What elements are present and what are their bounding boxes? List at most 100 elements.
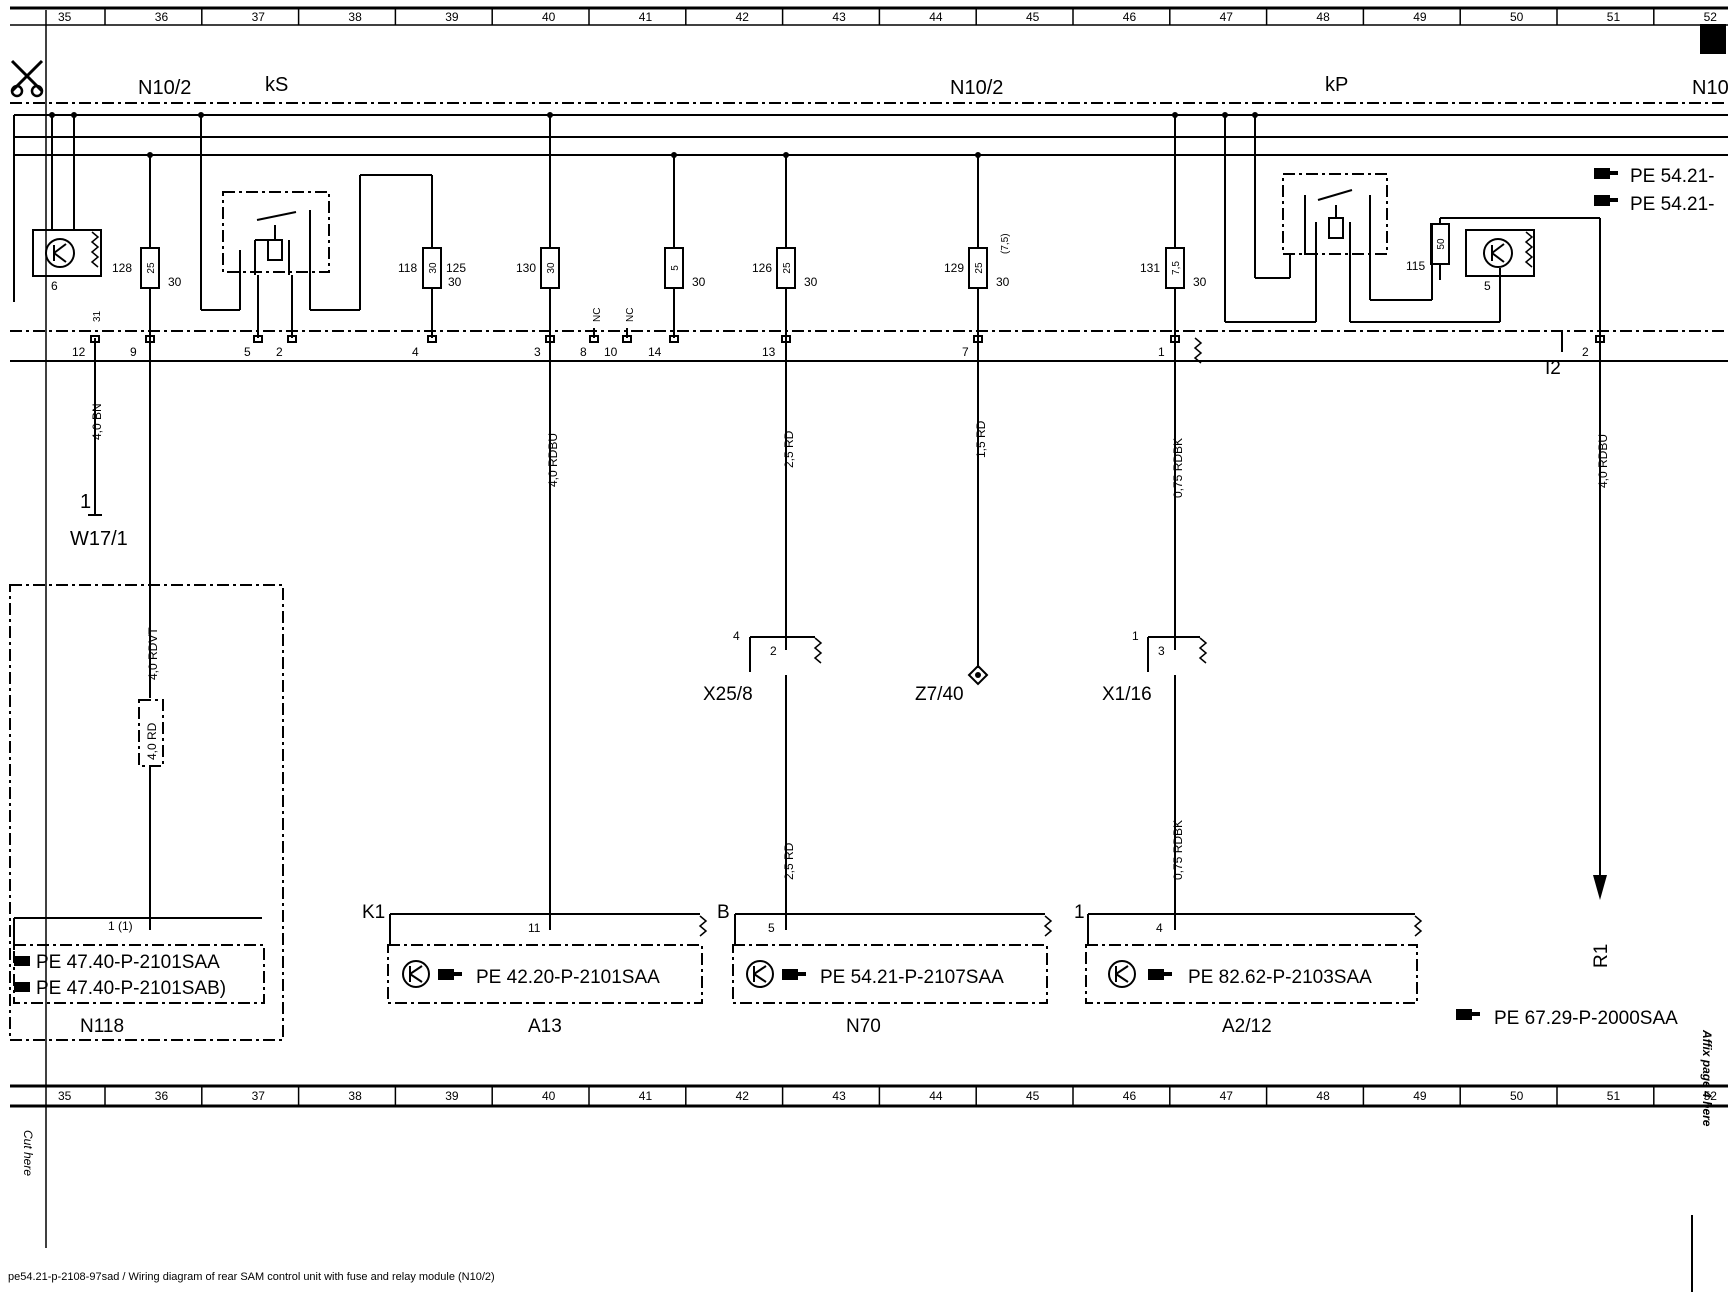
pin-mark	[253, 335, 263, 343]
grid-number: 50	[1510, 1089, 1524, 1103]
svg-text:13: 13	[762, 345, 776, 359]
svg-text:30: 30	[692, 275, 706, 289]
svg-text:4,0 RDVT: 4,0 RDVT	[146, 627, 160, 680]
pin-mark	[427, 335, 437, 343]
grid-number: 40	[542, 10, 556, 24]
grid-number: 48	[1316, 1089, 1330, 1103]
grid-number: 42	[736, 1089, 750, 1103]
reference-link: PE 42.20-P-2101SAA	[476, 967, 660, 988]
grid-number: 49	[1413, 10, 1427, 24]
pin-number: 5	[244, 345, 251, 359]
svg-text:30: 30	[448, 275, 462, 289]
grid-number: 46	[1123, 10, 1137, 24]
grid-number: 38	[348, 10, 362, 24]
reference-link: PE 54.21-	[1630, 166, 1715, 187]
reference-link: PE 82.62-P-2103SAA	[1188, 967, 1372, 988]
component-name-n118: N118	[80, 1016, 124, 1037]
fuse-118: 30 118 125 30 4	[398, 175, 466, 359]
relay-ks: 5 2	[198, 112, 432, 359]
grid-number: 45	[1026, 10, 1040, 24]
svg-text:130: 130	[516, 261, 536, 275]
svg-text:25: 25	[146, 262, 157, 274]
svg-text:B: B	[717, 902, 730, 923]
grid-number: 42	[736, 10, 750, 24]
grid-number: 44	[929, 10, 943, 24]
pin-number: 2	[276, 345, 283, 359]
svg-text:NC: NC	[625, 308, 636, 322]
fuse-129: 25 129 (7,5) 30 7	[944, 152, 1011, 359]
svg-text:1: 1	[1158, 345, 1165, 359]
connector-name-x25: X25/8	[703, 684, 753, 705]
pin-i2: I2 2	[1545, 330, 1589, 379]
grid-number: 52	[1704, 10, 1718, 24]
module-label-middle: N10/2	[950, 77, 1003, 99]
wire-rdbu-r1: 4,0 RDBU R1	[1591, 338, 1612, 968]
grid-number: 40	[542, 1089, 556, 1103]
svg-text:2: 2	[1582, 345, 1589, 359]
svg-text:31: 31	[92, 310, 103, 322]
svg-text:7: 7	[962, 345, 969, 359]
grid-number: 38	[348, 1089, 362, 1103]
fuse-126: 25 126 30 13	[752, 152, 818, 359]
connector-name-r1: R1	[1591, 944, 1612, 968]
svg-text:30: 30	[804, 275, 818, 289]
grid-number: 35	[58, 1089, 72, 1103]
pin-marks	[90, 335, 1605, 343]
svg-text:129: 129	[944, 261, 964, 275]
svg-text:126: 126	[752, 261, 772, 275]
svg-text:4,0 RDBU: 4,0 RDBU	[546, 433, 560, 487]
reference-link: PE 54.21-	[1630, 194, 1715, 215]
fuse-number: 128	[112, 261, 132, 275]
grid-number: 37	[252, 1089, 266, 1103]
svg-text:5: 5	[768, 921, 775, 935]
module-label-left: N10/2	[138, 77, 191, 99]
grid-number: 35	[58, 10, 72, 24]
svg-text:3: 3	[1158, 644, 1165, 658]
grid-number: 39	[445, 10, 459, 24]
relay-label-ks: kS	[265, 74, 288, 96]
connector-pin: 1	[80, 491, 91, 513]
svg-text:1: 1	[1132, 629, 1139, 643]
reference-hand-icon	[1594, 168, 1618, 179]
svg-text:11: 11	[528, 921, 541, 935]
wire-rd25: 2,5 RD 2,5 RD	[782, 338, 796, 930]
pin-mark	[589, 335, 599, 343]
grid-number: 37	[252, 10, 266, 24]
svg-text:14: 14	[648, 345, 662, 359]
component-a13: K1 11 PE 42.20-P-2101SAA A13	[362, 902, 708, 1037]
grid-number: 44	[929, 1089, 943, 1103]
wire-rdbk: 0,75 RDBK 0,75 RDBK	[1171, 338, 1185, 930]
svg-text:(7,5): (7,5)	[1000, 233, 1011, 254]
reference-hand-icon	[1456, 1009, 1480, 1020]
svg-text:25: 25	[974, 262, 985, 274]
affix-page-note: Affix page 4 here	[1700, 1029, 1714, 1127]
pin-number: 9	[130, 345, 137, 359]
grid-number: 50	[1510, 10, 1524, 24]
grid-number: 45	[1026, 1089, 1040, 1103]
grid-number: 51	[1607, 1089, 1621, 1103]
transistor-icon	[402, 960, 430, 988]
bus-bars	[10, 114, 1728, 362]
svg-text:4,0 RD: 4,0 RD	[145, 722, 159, 760]
reference-link: PE 47.40-P-2101SAA	[36, 952, 220, 973]
fuse-115: 50 115	[1406, 218, 1450, 280]
svg-text:12: 12	[72, 345, 86, 359]
wire-rd15: 1,5 RD Z7/40	[915, 338, 989, 705]
grid-number: 48	[1316, 10, 1330, 24]
relay-label-kp: kP	[1325, 74, 1348, 96]
wire-rdvt: 4,0 RDVT 4,0 RD	[138, 338, 164, 930]
scissors-icon	[10, 59, 44, 98]
svg-text:50: 50	[1436, 238, 1447, 250]
connector-x25: 4 2 X25/8	[703, 629, 823, 705]
svg-text:30: 30	[1193, 275, 1207, 289]
grid-number: 43	[832, 10, 846, 24]
reference-hand-icon	[782, 969, 806, 980]
connector-x1: 1 3 X1/16	[1102, 629, 1208, 705]
svg-text:1,5 RD: 1,5 RD	[974, 420, 988, 458]
grid-number: 46	[1123, 1089, 1137, 1103]
svg-text:3: 3	[534, 345, 541, 359]
svg-text:10: 10	[604, 345, 618, 359]
svg-text:4: 4	[412, 345, 419, 359]
svg-text:8: 8	[580, 345, 587, 359]
